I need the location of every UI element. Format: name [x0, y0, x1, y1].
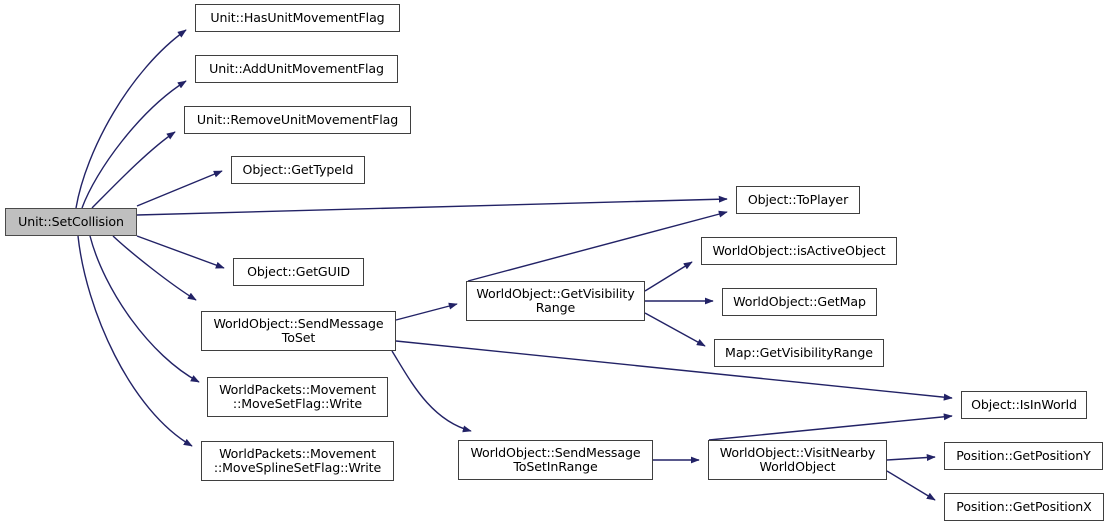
node-label: WorldObject::SendMessage ToSetInRange — [470, 444, 641, 474]
edge-setcollision-to-addunitmovementflag — [81, 80, 187, 209]
node-gettypeid[interactable]: Object::GetTypeId — [231, 156, 365, 184]
node-label: WorldObject::GetVisibility Range — [476, 285, 635, 315]
node-removeunitmovementflag[interactable]: Unit::RemoveUnitMovementFlag — [184, 106, 411, 134]
node-getpositionx[interactable]: Position::GetPositionX — [944, 493, 1104, 521]
node-sendmessagetoset[interactable]: WorldObject::SendMessage ToSet — [201, 311, 396, 351]
node-setcollision[interactable]: Unit::SetCollision — [5, 208, 137, 236]
edge-sendmessagetoset-to-sendmessagetosetinrange — [391, 350, 472, 433]
edge-setcollision-to-removeunitmovementflag — [91, 131, 176, 209]
node-isinworld[interactable]: Object::IsInWorld — [961, 391, 1087, 419]
node-label: WorldPackets::Movement ::MoveSplineSetFl… — [213, 445, 382, 475]
node-toplayer[interactable]: Object::ToPlayer — [736, 186, 860, 214]
node-visitnearbyworldobject[interactable]: WorldObject::VisitNearby WorldObject — [708, 440, 887, 480]
node-getpositiony[interactable]: Position::GetPositionY — [944, 442, 1103, 470]
edge-setcollision-to-sendmessagetoset — [112, 235, 197, 301]
edge-getvisibilityrange-to-toplayer — [467, 210, 728, 282]
node-label: Unit::HasUnitMovementFlag — [210, 9, 385, 25]
node-label: WorldObject::GetMap — [733, 293, 866, 309]
node-hasunitmovementflag[interactable]: Unit::HasUnitMovementFlag — [195, 4, 400, 32]
node-label: WorldObject::isActiveObject — [712, 242, 886, 258]
node-label: Map::GetVisibilityRange — [725, 344, 873, 360]
edge-getvisibilityrange-to-mapgetvisibilityrange — [644, 312, 706, 347]
node-movesetflagwrite[interactable]: WorldPackets::Movement ::MoveSetFlag::Wr… — [207, 377, 388, 417]
edge-visitnearbyworldobject-to-getpositionx — [886, 470, 936, 501]
node-label: Position::GetPositionX — [956, 498, 1092, 514]
node-getguid[interactable]: Object::GetGUID — [233, 258, 364, 286]
node-label: Object::ToPlayer — [747, 191, 849, 207]
edge-setcollision-to-movesplinesetflagwrite — [77, 235, 193, 447]
edge-setcollision-to-hasunitmovementflag — [75, 29, 187, 209]
edge-setcollision-to-movesetflagwrite — [89, 235, 200, 383]
edge-paths — [75, 29, 953, 501]
node-label: Unit::RemoveUnitMovementFlag — [196, 111, 399, 127]
node-label: WorldObject::SendMessage ToSet — [213, 315, 384, 345]
node-label: WorldObject::VisitNearby WorldObject — [719, 444, 876, 474]
node-sendmessagetosetinrange[interactable]: WorldObject::SendMessage ToSetInRange — [458, 440, 653, 480]
node-label: Object::IsInWorld — [971, 396, 1077, 412]
node-movesplinesetflagwrite[interactable]: WorldPackets::Movement ::MoveSplineSetFl… — [201, 441, 394, 481]
edge-setcollision-to-toplayer — [136, 195, 728, 216]
node-getvisibilityrange[interactable]: WorldObject::GetVisibility Range — [466, 281, 645, 321]
edge-visitnearbyworldobject-to-getpositiony — [886, 454, 936, 462]
node-addunitmovementflag[interactable]: Unit::AddUnitMovementFlag — [195, 55, 398, 83]
edge-setcollision-to-gettypeid — [136, 170, 223, 207]
edge-sendmessagetoset-to-getvisibilityrange — [395, 302, 458, 321]
node-label: Object::GetGUID — [247, 263, 350, 279]
edge-sendmessagetoset-to-isinworld — [395, 340, 953, 401]
node-mapgetvisibilityrange[interactable]: Map::GetVisibilityRange — [714, 339, 884, 367]
edge-setcollision-to-getguid — [136, 235, 225, 269]
node-label: Position::GetPositionY — [956, 447, 1091, 463]
node-label: WorldPackets::Movement ::MoveSetFlag::Wr… — [219, 381, 376, 411]
node-label: Unit::SetCollision — [18, 213, 124, 229]
edge-visitnearbyworldobject-to-isinworld — [708, 413, 953, 441]
edge-getvisibilityrange-to-isactiveobject — [644, 261, 693, 292]
node-label: Object::GetTypeId — [242, 161, 354, 177]
node-isactiveobject[interactable]: WorldObject::isActiveObject — [701, 237, 897, 265]
node-label: Unit::AddUnitMovementFlag — [209, 60, 384, 76]
node-getmap[interactable]: WorldObject::GetMap — [722, 288, 877, 316]
